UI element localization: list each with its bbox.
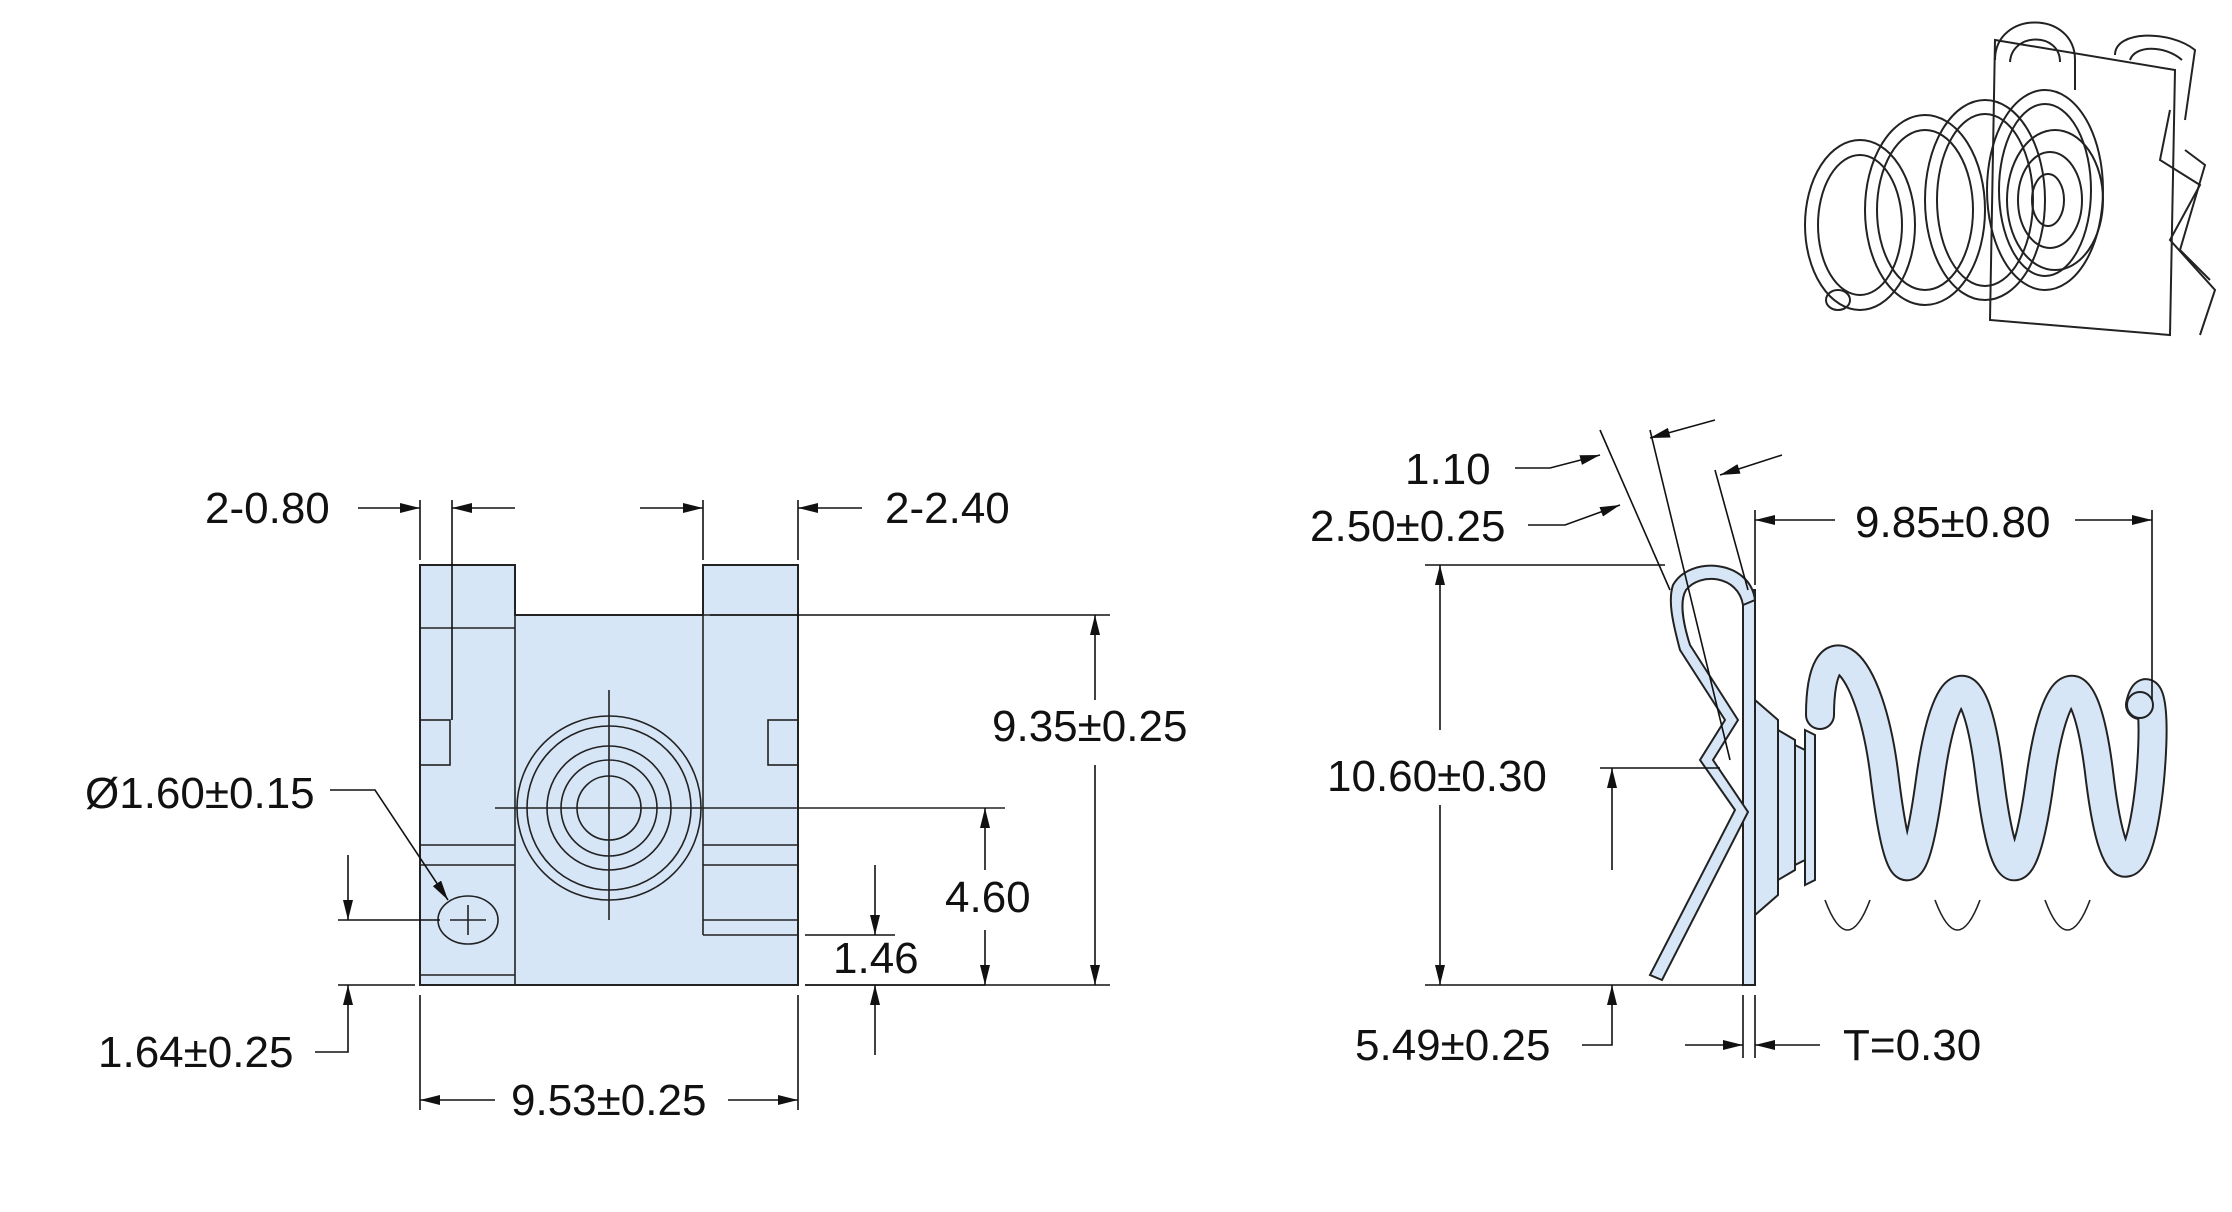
iso-coil-3b [1936,113,2034,287]
side-boss-3 [1794,743,1806,867]
front-window-left [419,719,451,766]
side-dimensions: 1.10 2.50±0.25 9.85±0.80 10.60±0.30 5.49… [1310,419,2153,1070]
iso-hook-right-inner [2129,47,2183,61]
side-base-plate [1742,589,1756,986]
iso-coil-2 [1864,114,1986,306]
iso-hook-right [2114,34,2197,121]
iso-coil-2b [1876,129,1974,291]
iso-boss-inner [2031,173,2065,227]
iso-coil-4 [1986,89,2104,291]
dim-arrow-164-b [315,985,353,1053]
dim-thickness: T=0.30 [1843,1021,1981,1070]
ext-clip-face [1714,469,1749,591]
iso-prong-2 [2178,149,2211,281]
dim-bend-height: 5.49±0.25 [1355,1021,1550,1070]
iso-coil-1 [1804,139,1916,311]
dim-gap: 1.10 [1405,445,1491,494]
front-dimensions: 2-0.80 2-2.40 9.35±0.25 4.60 1.46 Ø1.60±… [85,484,1187,1125]
dim-slot-width: 2-0.80 [205,484,330,533]
dim-leader-hole [330,789,449,901]
dim-arrow-110-b [1515,454,1601,469]
dim-height: 9.35±0.25 [992,702,1187,751]
dim-arrow-250-b [1719,454,1783,476]
ext-clip-outer [1599,429,1671,591]
front-view [419,564,1005,986]
side-boss-4 [1804,728,1816,887]
dim-hole-height: 1.64±0.25 [98,1028,293,1077]
front-window-right [767,719,799,766]
dim-tab-width: 2-2.40 [885,484,1010,533]
dim-hole-dia: Ø1.60±0.15 [85,769,315,818]
dim-tab-bottom: 1.46 [833,934,919,983]
iso-coil-1b [1817,154,1903,296]
ext-clip-inner [1649,429,1731,761]
dim-arrow-250-a [1528,504,1621,526]
iso-hook-left [1994,21,2076,90]
dim-spring-length: 9.85±0.80 [1855,498,2050,547]
iso-coil-3 [1924,99,2046,301]
side-view [1648,564,2168,986]
dim-arrow-110-a [1649,419,1716,439]
dim-clip-depth: 2.50±0.25 [1310,502,1505,551]
dim-width: 9.53±0.25 [511,1076,706,1125]
iso-hook-left-inner [2009,38,2061,63]
side-boss-2 [1777,728,1796,882]
iso-coil-4b [1998,103,2092,277]
side-spring-back [1824,899,2091,931]
dim-center-height: 4.60 [945,873,1031,922]
dim-arrow-549-b [1582,985,1617,1046]
side-spring-fill [1807,646,2166,880]
iso-prong [2158,109,2217,336]
iso-coil-end [1825,289,1851,311]
side-clip [1648,564,1757,982]
isometric-view [1804,21,2217,337]
dim-total-height: 10.60±0.30 [1327,752,1547,801]
side-boss-1 [1754,697,1779,918]
side-spring-end [2126,691,2154,719]
